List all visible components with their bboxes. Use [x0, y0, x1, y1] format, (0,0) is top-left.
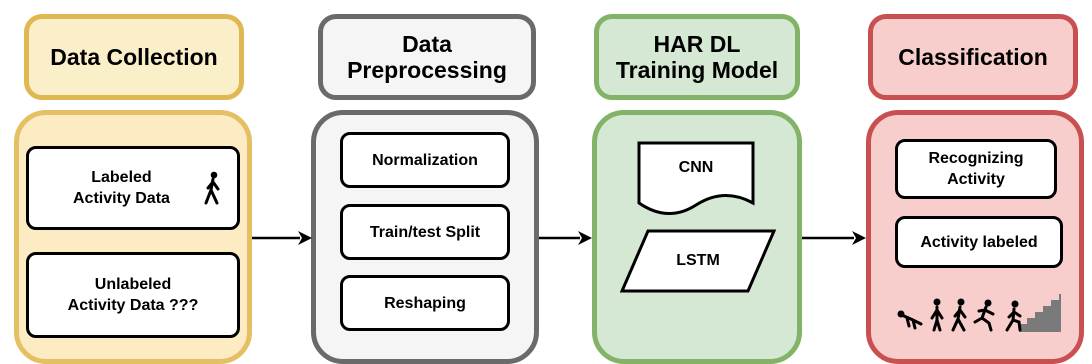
lstm-parallelogram-shape: [620, 229, 776, 293]
header-har-dl-training-model: HAR DL Training Model: [594, 14, 800, 100]
walking-person-icon: [204, 171, 220, 205]
arrow-collection-to-preprocessing: [252, 231, 312, 245]
standing-person-icon: [930, 298, 944, 332]
unlabeled-activity-data-box: Unlabeled Activity Data ???: [26, 252, 240, 338]
cnn-document-shape: [637, 141, 755, 215]
header-classification: Classification: [868, 14, 1078, 100]
activity-labeled-box: Activity labeled: [895, 216, 1063, 268]
activity-icons-strip: [897, 294, 1061, 332]
lying-person-icon: [897, 310, 923, 330]
labeled-activity-data-box: Labeled Activity Data: [26, 146, 240, 230]
normalization-box: Normalization: [340, 132, 510, 188]
header-data-preprocessing: Data Preprocessing: [318, 14, 536, 100]
cnn-label: CNN: [678, 159, 714, 176]
arrow-training-to-classification: [802, 231, 866, 245]
climbing-stairs-icon: [1005, 294, 1061, 332]
lstm-label: LSTM: [676, 252, 720, 269]
labeled-activity-data-label: Labeled Activity Data: [73, 169, 170, 207]
header-data-collection: Data Collection: [24, 14, 244, 100]
train-test-split-box: Train/test Split: [340, 204, 510, 260]
arrow-preprocessing-to-training: [539, 231, 592, 245]
recognizing-activity-box: Recognizing Activity: [895, 139, 1057, 199]
walking-person-icon: [951, 298, 967, 332]
running-person-icon: [973, 299, 995, 332]
reshaping-box: Reshaping: [340, 275, 510, 331]
